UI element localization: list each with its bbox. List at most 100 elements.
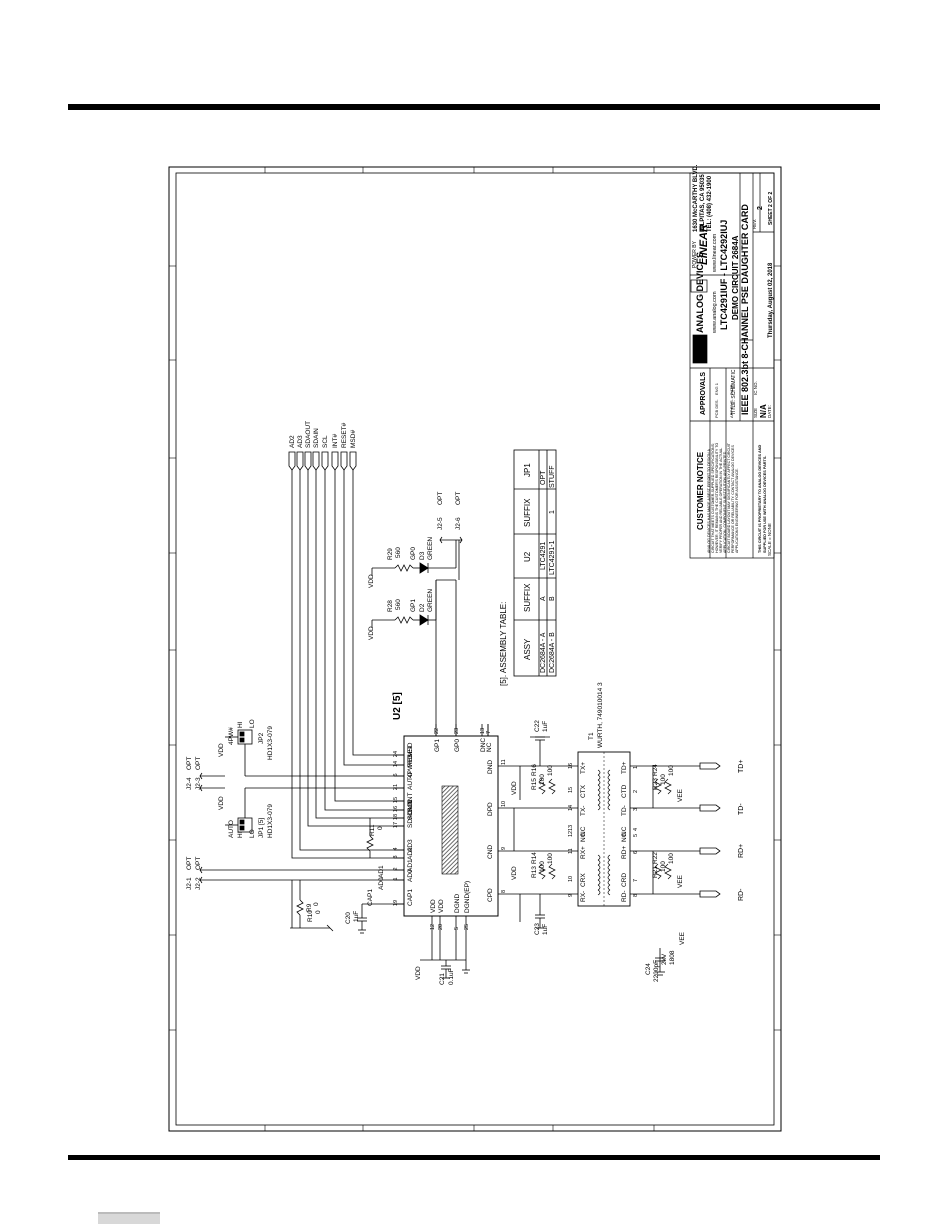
r13-label: R13 (531, 866, 538, 878)
t1-left-pin-name: NC (580, 832, 587, 842)
output-signal-label: TD+ (738, 760, 745, 773)
u2-pin-name: AD2 (407, 847, 414, 860)
d3-color: GREEN (427, 537, 434, 560)
r13-value: 100 (539, 861, 546, 872)
jp1-auto-label: AUTO (228, 820, 235, 838)
j2-1-opt: OPT (186, 857, 193, 870)
t1-right-pin-name: TD+ (621, 761, 628, 774)
t1-coil-turn (597, 784, 601, 791)
u2-right-pin-number: 9 (501, 847, 507, 850)
u2-pin-name: SDAOUT (407, 801, 414, 828)
customer-notice: CUSTOMER NOTICE ANALOG DEVICES HAS MADE … (696, 442, 767, 553)
approvals-label: APPROVALS (700, 372, 707, 415)
t1-right-pin-number: 5 (633, 834, 639, 837)
r14-value: 100 (547, 853, 554, 864)
u2-pin-number: 14 (393, 761, 399, 767)
t1-coil-turn (607, 769, 611, 776)
u2-t1-wires: C22 1uF C23 1uF VDD VDD R15 100 R16 100 … (498, 720, 700, 982)
jp1-lo-label: LO (249, 829, 256, 838)
u2-bottom-pin-number: 25 (464, 924, 470, 930)
t1-coil-turn (607, 879, 611, 886)
r9-value: 0 (313, 902, 320, 906)
u2-power: VDD C21 0.1uF (415, 916, 470, 985)
t1-coil-turn (607, 784, 611, 791)
vdd-t1-bottom-label: VDD (511, 866, 518, 880)
t1-coil-turn (597, 879, 601, 886)
table-cell-r2-jp1: STUFF (549, 465, 556, 488)
notice-line-7: PERFORMANCE OR RELIABILITY. CONTACT ANAL… (731, 445, 735, 553)
bus-connector (340, 451, 348, 471)
table-cell-r2-assy: DC2684A - B (549, 632, 556, 673)
gp1-led-label: GP1 (410, 599, 417, 612)
r16-label: R16 (531, 764, 538, 776)
t1-coil-turn (597, 779, 601, 786)
u2-pin-number: 4 (393, 847, 399, 850)
t1-coil-turn (607, 869, 611, 876)
jp2-reference: JP2 (258, 732, 265, 744)
j2-3-label: J2-3 (195, 777, 202, 790)
bus-signal-label: AD2 (289, 435, 296, 448)
notice-line-5: APPLICATION. COMPONENT SUBSTITUTION AND … (723, 451, 727, 553)
t1-right-pin-number: 2 (633, 790, 639, 793)
c22-label: C22 (534, 720, 541, 732)
bus-connector (312, 451, 320, 471)
t1-coil-turn (597, 854, 601, 861)
u2-vdd-label: VDD (415, 966, 422, 980)
t1-coil-turn (607, 794, 611, 801)
t1-right-pin-number: 1 (633, 766, 639, 769)
u2-pin-number: 1 (393, 877, 399, 880)
j2-1-label: J2-1 (186, 877, 193, 890)
r28-value: 560 (395, 599, 402, 610)
cap1-net-label: CAP1 (367, 889, 374, 906)
ic-label: IC NO. (753, 381, 758, 395)
u2-pin-number: 3 (393, 855, 399, 858)
vee-bottom-label: VEE (677, 874, 684, 888)
t1-coil-turn (607, 779, 611, 786)
r22-value: 100 (668, 853, 675, 864)
u2-pin-number: 6 (393, 773, 399, 776)
notice-line-4: VERIFY PROPER AND RELIABLE OPERATION IN … (719, 448, 723, 553)
linear-url: www.linear.com (712, 233, 718, 273)
t1-right-pin-name: TD- (621, 805, 628, 816)
bus-connector (331, 451, 339, 471)
j2-2-label: J2-2 (195, 877, 202, 890)
c21-label: C21 (439, 973, 446, 985)
size-label: SIZE (753, 408, 758, 418)
bus-signal-label: SDAIN (313, 428, 320, 448)
output-connectors: TD+TD-RD+RD- (699, 760, 745, 901)
ad1-net-label: AD1 (378, 865, 385, 878)
t1-coil-turn (597, 794, 601, 801)
led2-vdd-label: VDD (368, 574, 375, 588)
t1-right-pin-name: NC (621, 832, 628, 842)
t1-left-pin-number: 15 (568, 787, 574, 793)
jp2-4pw-label: 4PW# (228, 727, 235, 745)
t1-coil-turn (597, 869, 601, 876)
u2-top-pin-number: 22 (434, 728, 440, 734)
t1-left-pin-number: 12 (568, 831, 574, 837)
output-signal-label: RD+ (738, 844, 745, 858)
u2-right-pin-name: CPD (487, 888, 494, 902)
u2-pin-name: CAP1 (407, 889, 414, 906)
table-cell-r2-suffix-2: 1 (549, 510, 556, 514)
j2-4-opt: OPT (186, 757, 193, 770)
output-connector (699, 890, 721, 898)
r15-label: R15 (531, 778, 538, 790)
r15-value: 100 (539, 774, 546, 785)
title-line-1: IEEE 802.3bt 8-CHANNEL PSE DAUGHTER CARD (740, 204, 750, 415)
c22-value: 1uF (542, 721, 549, 732)
j2-pins: J2-4 OPT J2-3 OPT J2-1 OPT J2-2 OPT AD1 … (186, 757, 404, 890)
r9-label: R9 (306, 903, 313, 912)
output-connector (699, 762, 721, 770)
u2-pin-name: AD3 (407, 839, 414, 852)
t1-left-pin-name: RX+ (580, 846, 587, 859)
u2-top-pin-name: DNC (480, 738, 487, 752)
company-address-3: TEL: (408) 432-1900 (707, 175, 713, 232)
c20-value: 1uF (353, 911, 360, 922)
u2-pin-name: RESET (407, 745, 414, 767)
date-value: Thursday, August 02, 2018 (768, 262, 774, 338)
jp1-hi-label: HI (237, 831, 244, 838)
bus-connector (296, 451, 304, 471)
footer-tab (98, 1212, 160, 1224)
t1-coil-turn (597, 889, 601, 896)
